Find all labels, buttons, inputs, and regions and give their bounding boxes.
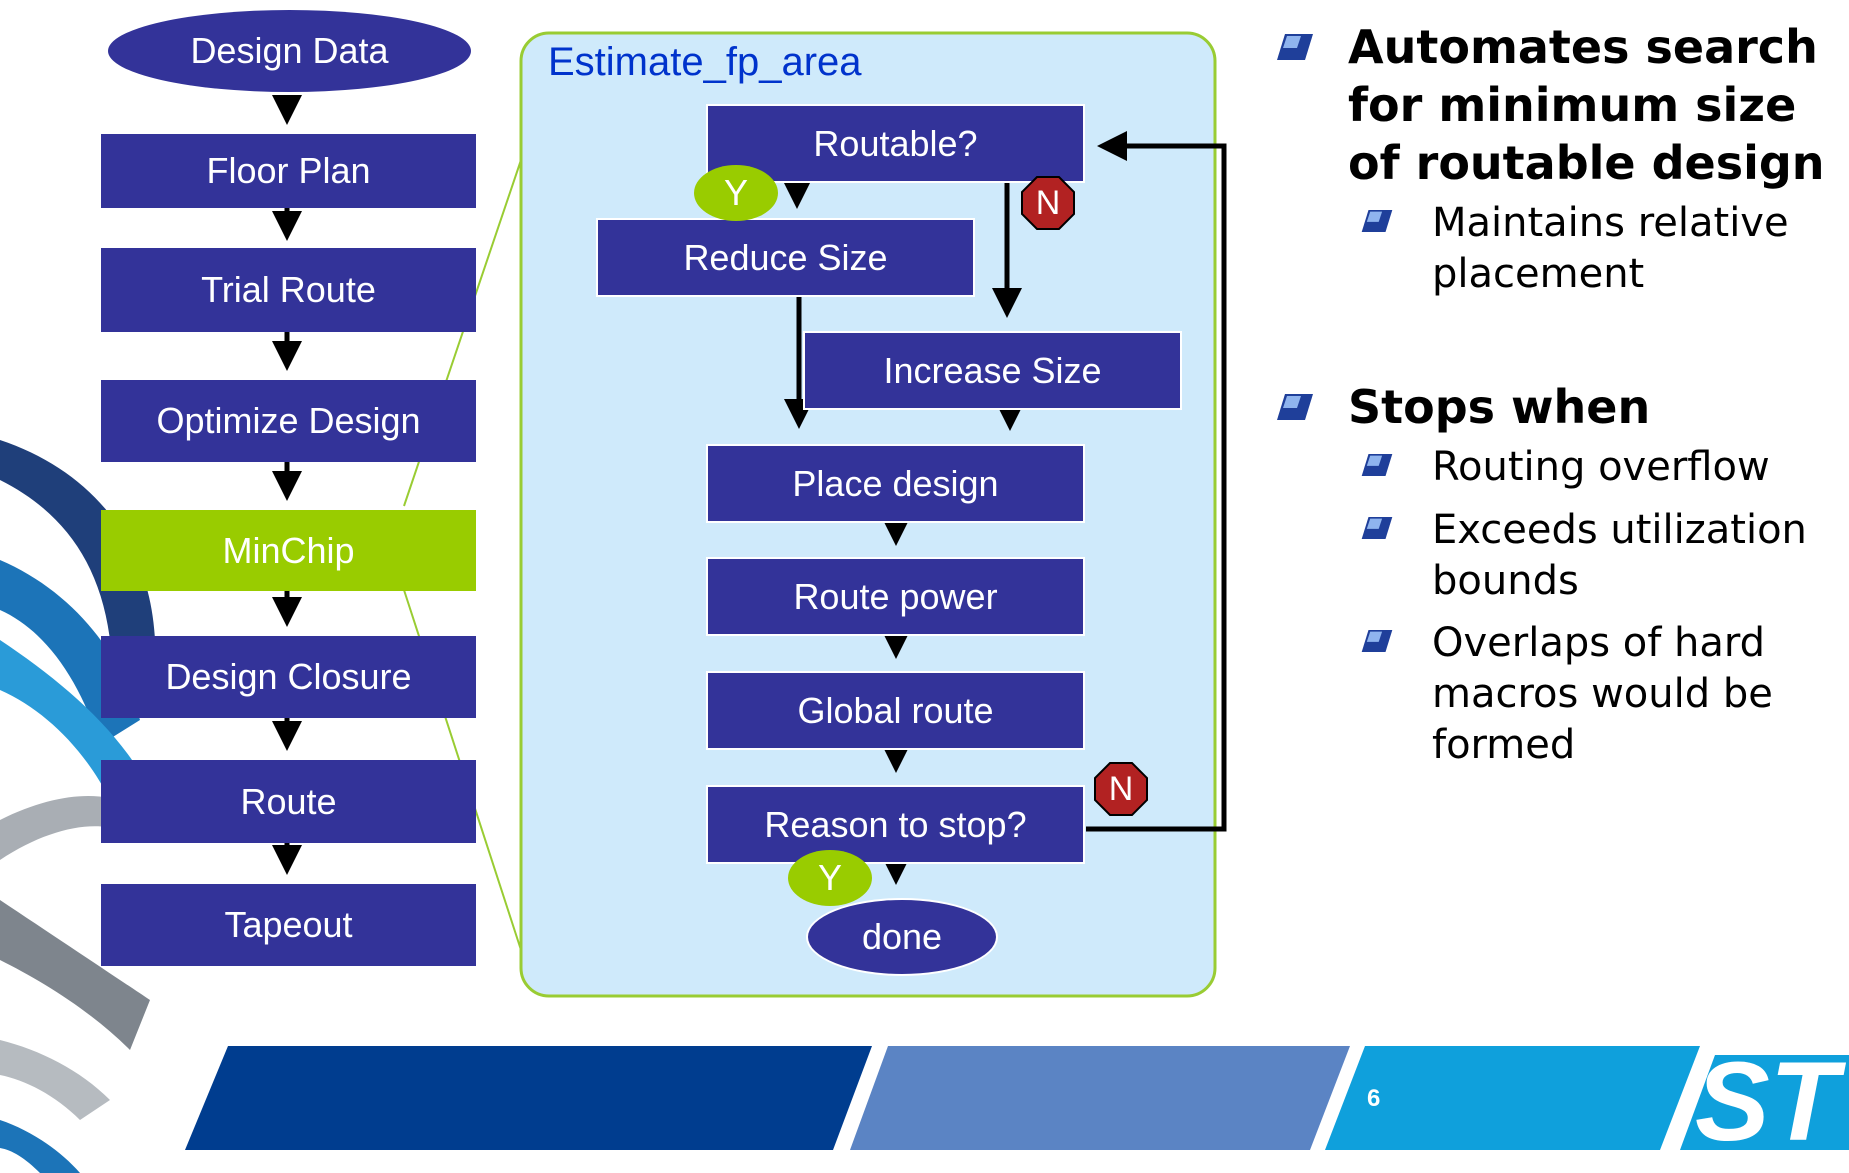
flow-step-tapeout: Tapeout (101, 884, 476, 966)
no-badge-routable: N (1020, 175, 1076, 231)
stop-octagon-icon (1094, 762, 1148, 816)
flow-step-route: Route (101, 760, 476, 843)
svg-text:ST: ST (1695, 1039, 1847, 1164)
bullet-routing-overflow: Routing overflow (1432, 444, 1770, 490)
no-badge-label: N (1035, 183, 1061, 222)
bullet-overlaps-line-3: formed (1432, 722, 1576, 768)
bullet-parallelogram-icon (1361, 516, 1393, 540)
bullet-maintains-line-1: Maintains relative (1432, 200, 1789, 246)
bullet-automates-line-2: for minimum size (1348, 78, 1797, 132)
yes-badge-stop: Y (788, 850, 872, 906)
yes-badge-routable: Y (694, 165, 778, 221)
flow-step-trial-route: Trial Route (101, 248, 476, 332)
bullet-stops-when: Stops when (1348, 380, 1651, 434)
done-node: done (806, 898, 998, 976)
increase-size-node: Increase Size (803, 331, 1182, 410)
route-power-node: Route power (706, 557, 1085, 636)
flow-step-minchip: MinChip (101, 510, 476, 591)
footer-bands (185, 1046, 1700, 1150)
inner-flow-arrows (782, 131, 1227, 885)
global-route-node: Global route (706, 671, 1085, 750)
bullet-overlaps-line-1: Overlaps of hard (1432, 620, 1766, 666)
bullet-parallelogram-icon (1361, 453, 1393, 477)
design-data-node: Design Data (108, 10, 471, 92)
bullet-parallelogram-icon (1277, 34, 1313, 60)
bullet-exceeds-line-1: Exceeds utilization (1432, 507, 1807, 553)
flow-step-floor-plan: Floor Plan (101, 134, 476, 208)
no-badge-label: N (1108, 769, 1134, 808)
bullet-exceeds-line-2: bounds (1432, 558, 1579, 604)
bullet-automates-line-3: of routable design (1348, 136, 1825, 190)
stop-octagon-icon (1021, 176, 1075, 230)
st-logo-icon: ST (1662, 1039, 1849, 1164)
place-design-node: Place design (706, 444, 1085, 523)
routable-node: Routable? (706, 104, 1085, 183)
flow-step-optimize-design: Optimize Design (101, 380, 476, 462)
reason-to-stop-node: Reason to stop? (706, 785, 1085, 864)
estimate-panel-title: Estimate_fp_area (548, 40, 862, 84)
no-badge-stop: N (1093, 761, 1149, 817)
bullet-automates-line-1: Automates search (1348, 20, 1818, 74)
reduce-size-node: Reduce Size (596, 218, 975, 297)
bullet-overlaps-line-2: macros would be (1432, 671, 1773, 717)
bullet-parallelogram-icon (1361, 629, 1393, 653)
page-number: 6 (1367, 1085, 1381, 1112)
flow-step-design-closure: Design Closure (101, 636, 476, 718)
bullet-parallelogram-icon (1361, 209, 1393, 233)
bullet-maintains-line-2: placement (1432, 251, 1645, 297)
bullet-parallelogram-icon (1277, 394, 1313, 420)
